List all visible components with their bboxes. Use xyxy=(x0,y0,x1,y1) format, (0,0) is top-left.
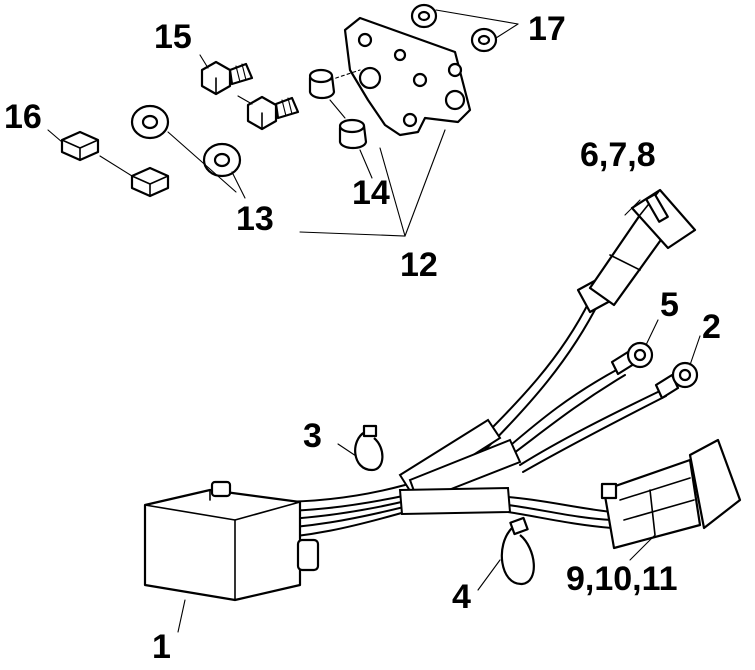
cable-tie-icon xyxy=(500,516,535,586)
callout-2: 2 xyxy=(702,308,721,346)
clip-icon xyxy=(130,166,170,198)
screw-icon xyxy=(246,95,300,131)
callout-16: 16 xyxy=(4,98,42,136)
connector-plug-icon xyxy=(600,438,742,550)
callout-15: 15 xyxy=(154,18,192,56)
cable-tie-icon xyxy=(354,424,384,472)
ring-terminal-icon xyxy=(610,341,654,376)
spacer-icon xyxy=(338,118,368,150)
callout-3: 3 xyxy=(303,417,322,455)
callout-14: 14 xyxy=(352,174,390,212)
callouts: 1 2 3 4 5 6,7,8 9,10,11 12 13 14 15 16 1… xyxy=(4,10,721,666)
washer-icon xyxy=(470,27,498,53)
callout-12: 12 xyxy=(400,246,438,284)
washer-icon xyxy=(410,3,438,29)
callout-17: 17 xyxy=(528,10,566,48)
callout-13: 13 xyxy=(236,200,274,238)
grommet-icon xyxy=(202,142,242,178)
grommet-icon xyxy=(130,104,170,140)
spacer-icon xyxy=(308,68,336,100)
harness-sleeves xyxy=(398,418,522,516)
clip-icon xyxy=(60,130,100,162)
leader-lines xyxy=(47,9,701,633)
callout-5: 5 xyxy=(660,286,679,324)
connector-plug-icon xyxy=(576,188,697,314)
callout-4: 4 xyxy=(452,578,471,616)
callout-6-7-8: 6,7,8 xyxy=(580,136,656,174)
mounting-bracket-icon xyxy=(343,16,472,137)
screw-icon xyxy=(200,60,254,96)
module-box-icon xyxy=(143,480,320,602)
callout-1: 1 xyxy=(152,628,171,666)
ring-terminal-icon xyxy=(654,361,699,400)
callout-9-10-11: 9,10,11 xyxy=(566,560,678,598)
